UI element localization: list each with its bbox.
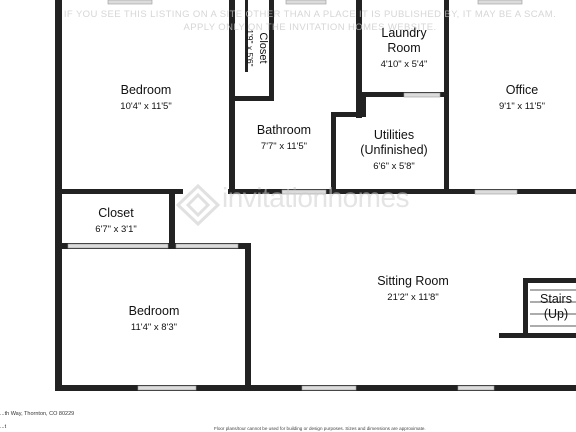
wall-bedroom-bottom-right <box>245 243 251 391</box>
opening-closet-left <box>67 243 169 249</box>
window-bathroom <box>285 0 327 5</box>
room-bedroom-top: Bedroom 10'4" x 11'5" <box>120 83 171 112</box>
room-bathroom: Bathroom 7'7" x 11'5" <box>257 123 311 152</box>
wall-closet-left-right <box>169 190 175 248</box>
window-sitting-right <box>457 385 495 391</box>
wall-office-left <box>444 0 449 194</box>
room-dimensions: 7'7" x 11'5" <box>260 141 308 152</box>
room-dimensions: 6'7" x 3'1" <box>95 224 137 235</box>
footer-address: ...th Way, Thornton, CO 80229 <box>0 411 75 417</box>
room-name: Sitting Room <box>377 274 449 288</box>
room-name: Bedroom <box>120 83 172 97</box>
watermark-text: invitationhomes <box>222 182 410 213</box>
room-closet-top: Closet 1'9" x 5'6" <box>245 29 269 66</box>
window-office <box>477 0 523 5</box>
room-laundry: Laundry Room 4'10" x 5'4" <box>364 26 444 70</box>
opening-office <box>474 189 518 195</box>
room-utilities: Utilities (Unfinished) 6'6" x 5'8" <box>349 128 439 172</box>
watermark: invitationhomes <box>222 182 410 214</box>
room-name: Bedroom <box>128 304 180 318</box>
room-name: Office <box>505 83 539 97</box>
wall-stairs-top <box>527 278 576 283</box>
footer-code: ...t <box>0 424 7 430</box>
wall-bathroom-lower-right <box>331 112 336 194</box>
wall-mid-horizontal-left <box>55 189 183 194</box>
house-logo-icon <box>175 183 221 227</box>
window-utilities <box>403 92 441 98</box>
room-sitting: Sitting Room 21'2" x 11'8" <box>377 274 449 303</box>
wall-left-outer <box>55 0 62 390</box>
opening-bedroom-bottom <box>175 243 239 249</box>
window-sitting-left <box>301 385 357 391</box>
stair-treads <box>530 289 576 327</box>
wall-closet-top-right <box>269 0 274 100</box>
room-name: Utilities (Unfinished) <box>360 128 428 157</box>
room-dimensions: 10'4" x 11'5" <box>120 101 172 112</box>
room-closet-left: Closet 6'7" x 3'1" <box>95 206 137 235</box>
window-bedroom-bottom <box>137 385 197 391</box>
room-dimensions: 21'2" x 11'8" <box>387 292 439 303</box>
wall-stairs-bottom <box>499 333 576 338</box>
wall-closet-top-inner <box>245 0 248 72</box>
room-dimensions: 6'6" x 5'8" <box>373 161 415 172</box>
opening-hall-top <box>281 189 327 195</box>
room-office: Office 9'1" x 11'5" <box>499 83 545 112</box>
room-dimensions: 9'1" x 11'5" <box>498 101 546 112</box>
windows <box>67 0 523 391</box>
wall-stairs-left <box>523 278 528 338</box>
room-name: Closet <box>98 206 134 220</box>
window-bedroom-top <box>107 0 153 5</box>
room-dimensions: 1'9" x 5'6" <box>245 29 256 67</box>
footer-disclaimer: Floor plans/tour cannot be used for buil… <box>214 426 426 431</box>
wall-bathroom-right <box>356 0 362 118</box>
wall-mid-horizontal-right <box>228 189 576 194</box>
room-dimensions: 11'4" x 8'3" <box>130 322 178 333</box>
wall-closet-top-bottom <box>229 96 274 101</box>
room-stairs: Stairs (Up) <box>536 292 576 322</box>
room-name: Laundry Room <box>381 26 427 55</box>
room-name: Stairs (Up) <box>540 292 572 321</box>
scam-disclaimer: IF YOU SEE THIS LISTING ON A SITE OTHER … <box>63 9 557 33</box>
wall-utilities-left <box>362 92 366 117</box>
room-dimensions: 4'10" x 5'4" <box>380 59 428 70</box>
room-bedroom-bottom: Bedroom 11'4" x 8'3" <box>129 304 180 333</box>
wall-bathroom-lower-top <box>331 112 362 117</box>
room-name: Closet <box>257 32 270 64</box>
room-name: Bathroom <box>256 123 312 137</box>
